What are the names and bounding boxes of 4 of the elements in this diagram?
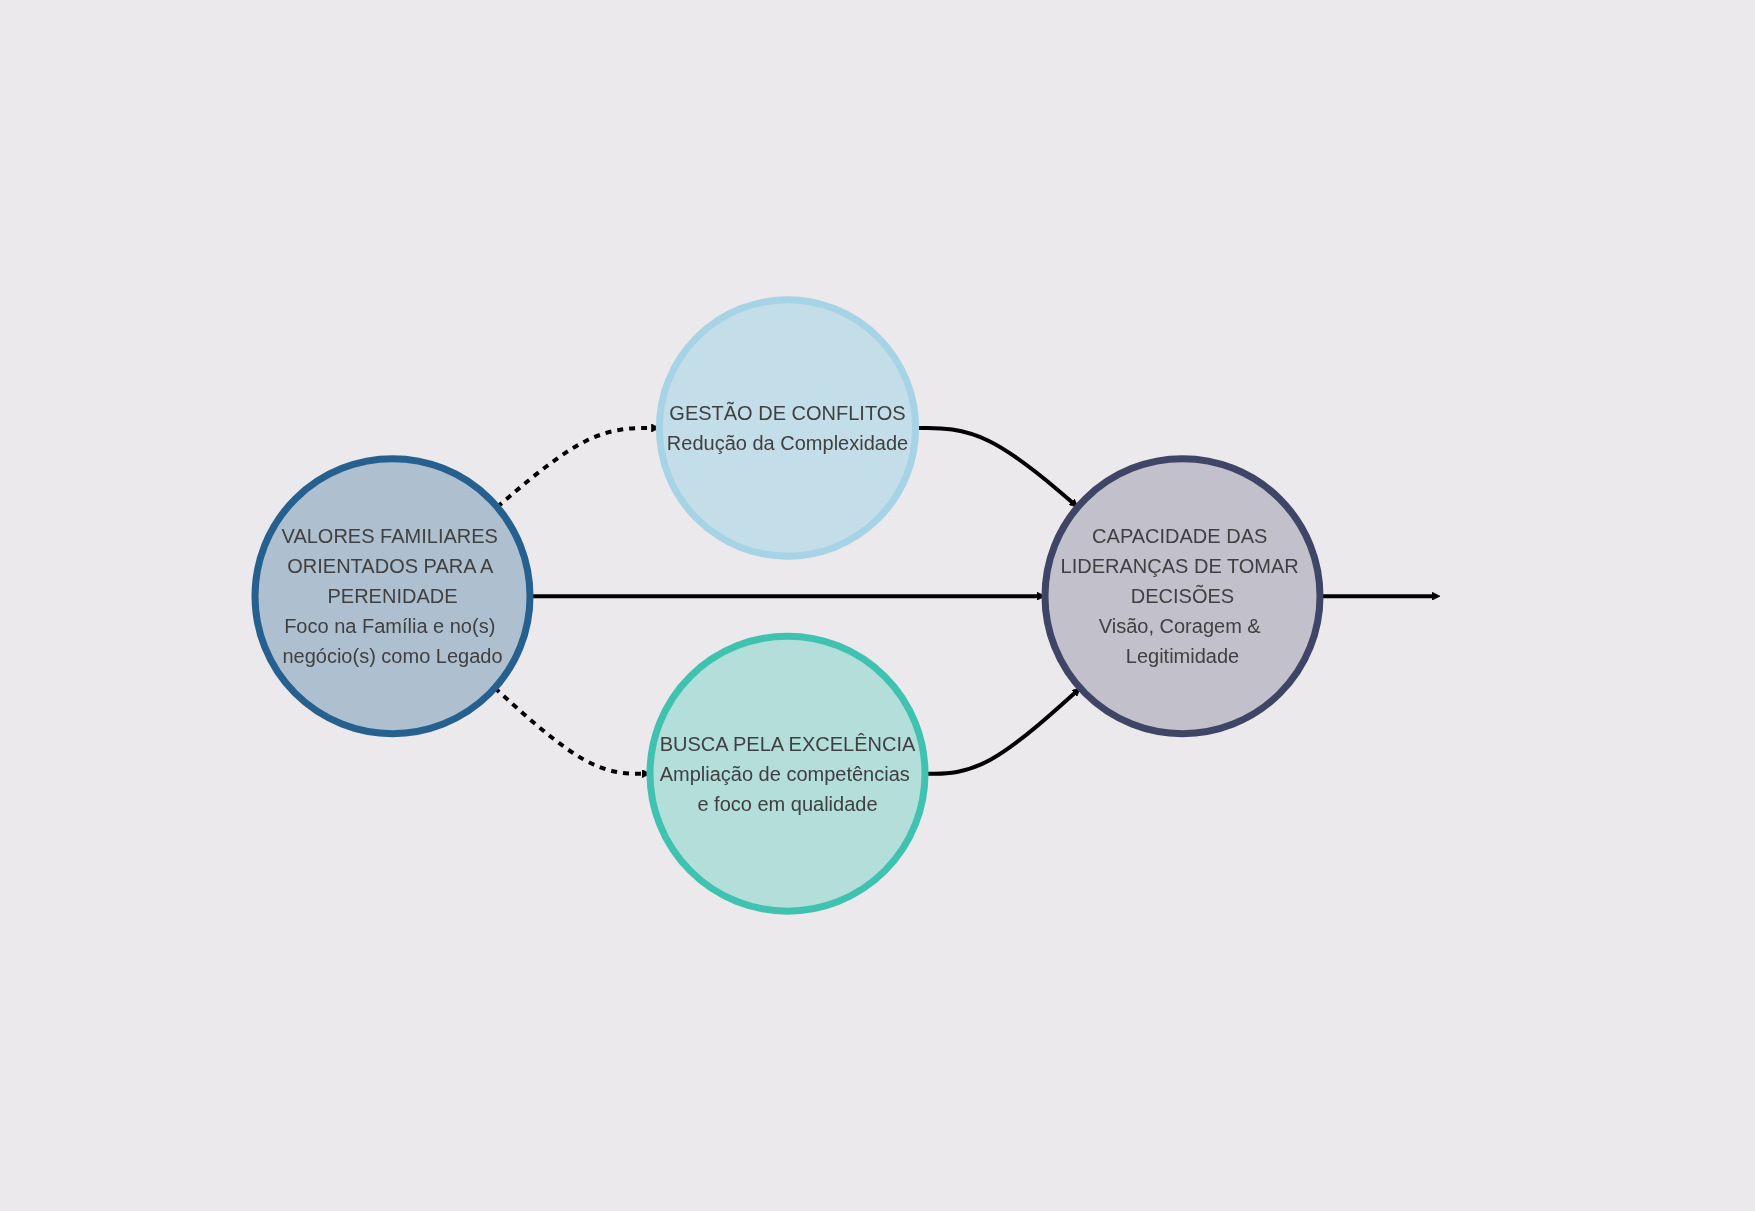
node-circle bbox=[655, 296, 920, 560]
node-circle bbox=[646, 632, 929, 915]
node-circle bbox=[251, 455, 534, 738]
node-circle bbox=[1041, 455, 1324, 738]
